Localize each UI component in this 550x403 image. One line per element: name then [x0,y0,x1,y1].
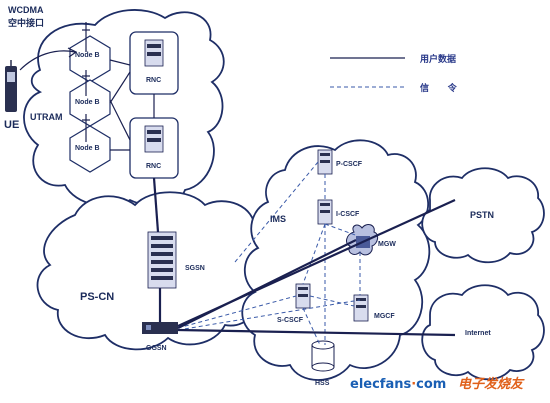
antenna-icon [82,22,90,142]
s-cscf-label: S-CSCF [277,317,304,324]
utran-label: UTRAM [30,112,63,122]
s-cscf-server-icon [295,283,311,309]
rnc-label: RNC [146,77,161,84]
ue-label: UE [4,119,19,131]
sgsn-server-icon [147,231,177,289]
ims-label: IMS [270,214,286,224]
pstn-cloud [421,167,545,264]
utran-links [109,59,155,151]
mgcf-label: MGCF [374,313,395,320]
legend-user-data-label: 用户数据 [419,53,456,65]
user-data-links [177,198,456,337]
ggsn-label: GGSN [146,345,167,352]
node-b-hex-1 [69,35,111,83]
ims-cloud [241,139,431,381]
hss-label: HSS [315,380,330,387]
watermark-logo: elecfans·com 电子发烧友 [350,376,525,392]
utran-cloud [23,9,225,207]
p-cscf-label: P-CSCF [336,161,363,168]
node-b-label: Node B [75,145,100,152]
node-b-label: Node B [75,52,100,59]
air-interface-label-2: 空中接口 [8,17,44,28]
watermark-tld: com [416,377,446,392]
watermark-cn: 电子发烧友 [458,376,525,392]
node-b-hex-3 [69,125,111,173]
air-interface-arc [19,50,76,71]
ggsn-router-icon [142,322,178,334]
hss-database-icon [311,340,335,372]
legend-signaling-label: 信 令 [420,82,458,94]
sgsn-label: SGSN [185,265,205,272]
watermark-dot: · [411,377,416,392]
rnc-label: RNC [146,163,161,170]
node-b-label: Node B [75,99,100,106]
p-cscf-server-icon [317,149,333,175]
node-b-hex-2 [69,79,111,127]
pstn-label: PSTN [470,210,494,220]
mgw-label: MGW [378,241,396,248]
signaling-links [177,161,361,346]
mgcf-server-icon [353,294,369,322]
svg-text:elecfans·com: elecfans·com [350,377,446,392]
internet-label: Internet [465,330,491,337]
i-cscf-server-icon [317,199,333,225]
ps-cn-label: PS-CN [80,291,114,303]
internet-cloud [421,284,545,381]
air-interface-label-1: WCDMA [8,5,44,15]
rnc-sgsn-link [152,177,160,233]
phone-icon [5,60,17,112]
watermark-site: elecfans [350,377,411,392]
i-cscf-label: I-CSCF [336,211,360,218]
